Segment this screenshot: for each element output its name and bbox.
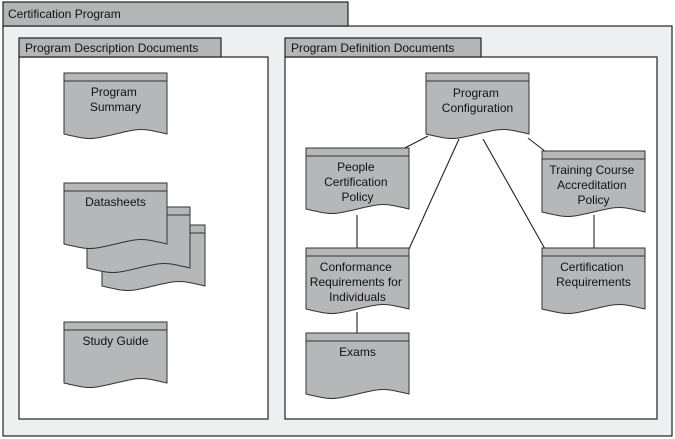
document-label: People Certification Policy [324, 160, 391, 204]
connector-configuration-conformance [408, 138, 460, 250]
document-program-summary: Program Summary [63, 72, 168, 139]
connectors [356, 135, 595, 333]
document-exams: Exams [305, 332, 410, 399]
connector-configuration-certification-requirements [482, 138, 546, 250]
definition-panel-title: Program Definition Documents [291, 41, 454, 55]
document-label: Certification Requirements [556, 260, 631, 289]
document-label: Study Guide [82, 334, 148, 348]
document-label: Datasheets [85, 195, 146, 209]
certification-program-title: Certification Program [8, 7, 121, 21]
document-certification-requirements: Certification Requirements [541, 247, 646, 314]
document-study-guide: Study Guide [63, 321, 168, 388]
document-people-certification-policy: People Certification Policy [305, 147, 410, 214]
document-label: Conformance Requirements for Individuals [310, 260, 405, 304]
document-conformance-requirements: Conformance Requirements for Individuals [305, 247, 410, 314]
document-label: Program Configuration [442, 86, 513, 115]
description-panel-title: Program Description Documents [25, 41, 198, 55]
document-training-course-accreditation-policy: Training Course Accreditation Policy [541, 150, 646, 217]
document-program-configuration: Program Configuration [425, 72, 530, 139]
document-label: Exams [339, 345, 376, 359]
document-datasheets: Datasheets [63, 182, 206, 291]
document-label: Training Course Accreditation Policy [549, 163, 637, 207]
connector-configuration-training-policy [527, 137, 547, 153]
document-label: Program Summary [90, 85, 141, 114]
